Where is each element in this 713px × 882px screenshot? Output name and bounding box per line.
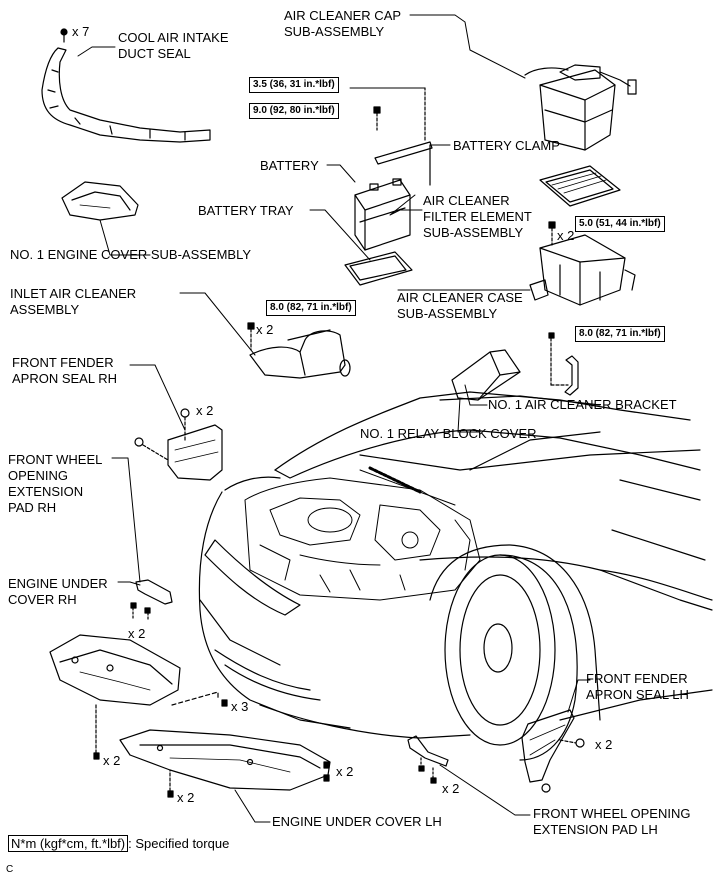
no1-relay-block-cover bbox=[451, 349, 521, 401]
qty-case-bolts: x 2 bbox=[557, 228, 575, 243]
under-cover-rh-guide-line bbox=[171, 691, 219, 706]
qty-pad-lh-clips: x 2 bbox=[442, 781, 460, 796]
label-line: FRONT WHEEL OPENING bbox=[533, 806, 691, 821]
legend-text: : Specified torque bbox=[128, 836, 230, 851]
torque-spec-battery-clamp-upper: 3.5 (36, 31 in.*lbf) bbox=[249, 77, 339, 93]
under-cover-rh-bolt-icon bbox=[93, 699, 228, 760]
label-line: APRON SEAL RH bbox=[12, 371, 117, 386]
label-line: SUB-ASSEMBLY bbox=[397, 306, 498, 321]
front-fender-apron-seal-lh-label: FRONT FENDER APRON SEAL LH bbox=[586, 671, 689, 703]
no1-engine-cover-label: NO. 1 ENGINE COVER SUB-ASSEMBLY bbox=[10, 247, 252, 262]
air-cleaner-case-label: AIR CLEANER CASE SUB-ASSEMBLY bbox=[397, 290, 523, 322]
no1-relay-block-cover-label: NO. 1 RELAY BLOCK COVER bbox=[360, 426, 537, 441]
label-line: SUB-ASSEMBLY bbox=[423, 225, 524, 240]
air-cleaner-cap bbox=[524, 64, 637, 151]
label-line: SUB-ASSEMBLY bbox=[284, 24, 385, 39]
legend-torque-box: N*m (kgf*cm, ft.*lbf) bbox=[8, 835, 129, 852]
front-wheel-opening-pad-rh bbox=[135, 579, 173, 605]
engine-under-cover-rh-label: ENGINE UNDER COVER RH bbox=[8, 576, 108, 608]
engine-under-cover-lh-label: ENGINE UNDER COVER LH bbox=[272, 814, 442, 829]
battery-tray-label: BATTERY TRAY bbox=[198, 203, 294, 218]
label-line: APRON SEAL LH bbox=[586, 687, 689, 702]
qty-apron-rh-clips: x 2 bbox=[196, 403, 214, 418]
qty-apron-lh-clips: x 2 bbox=[595, 737, 613, 752]
front-wheel-opening-pad-lh bbox=[407, 735, 449, 767]
qty-under-cover-rh-left: x 2 bbox=[103, 753, 121, 768]
battery-clamp bbox=[349, 87, 433, 186]
torque-legend: N*m (kgf*cm, ft.*lbf): Specified torque bbox=[8, 835, 230, 852]
no1-air-cleaner-bracket bbox=[564, 355, 579, 396]
qty-under-cover-rh-center: x 3 bbox=[231, 699, 249, 714]
engine-under-cover-rh bbox=[49, 634, 181, 706]
torque-spec-air-cleaner-case: 5.0 (51, 44 in.*lbf) bbox=[575, 216, 665, 232]
no1-air-cleaner-bracket-label: NO. 1 AIR CLEANER BRACKET bbox=[488, 397, 677, 412]
label-line: COOL AIR INTAKE bbox=[118, 30, 229, 45]
label-line: ENGINE UNDER bbox=[8, 576, 108, 591]
torque-spec-inlet-air-cleaner: 8.0 (82, 71 in.*lbf) bbox=[266, 300, 356, 316]
no1-engine-cover bbox=[61, 181, 139, 221]
label-line: AIR CLEANER CAP bbox=[284, 8, 402, 23]
engine-bay-illustration bbox=[244, 477, 481, 601]
air-cleaner-case-bolt-icon bbox=[548, 221, 556, 246]
duct-seal-clip-icon bbox=[60, 28, 68, 36]
pad-lh-clip-icon bbox=[418, 757, 437, 784]
label-line: DUCT SEAL bbox=[118, 46, 191, 61]
label-line: INLET AIR CLEANER bbox=[10, 286, 137, 301]
qty-pad-rh-clips: x 2 bbox=[128, 626, 146, 641]
air-cleaner-filter-element-label: AIR CLEANER FILTER ELEMENT SUB-ASSEMBLY bbox=[423, 193, 532, 241]
figure-code: C bbox=[6, 864, 14, 875]
qty-under-cover-lh-right: x 2 bbox=[336, 764, 354, 779]
torque-spec-air-cleaner-bracket: 8.0 (82, 71 in.*lbf) bbox=[575, 326, 665, 342]
front-wheel-opening-pad-rh-label: FRONT WHEEL OPENING EXTENSION PAD RH bbox=[8, 452, 102, 516]
label-line: FRONT WHEEL bbox=[8, 452, 103, 467]
air-cleaner-filter-element bbox=[539, 165, 621, 207]
label-line: FRONT FENDER bbox=[586, 671, 688, 686]
label-line: ASSEMBLY bbox=[10, 302, 80, 317]
front-fender-apron-seal-rh-label: FRONT FENDER APRON SEAL RH bbox=[12, 355, 117, 387]
air-cleaner-bracket-bolt-icon bbox=[548, 332, 569, 386]
front-fender-apron-seal-lh bbox=[521, 709, 575, 783]
label-line: FILTER ELEMENT bbox=[423, 209, 532, 224]
engine-under-cover-lh bbox=[119, 729, 331, 791]
cool-air-intake-duct-seal-label: COOL AIR INTAKE DUCT SEAL bbox=[118, 30, 229, 62]
label-line: FRONT FENDER bbox=[12, 355, 114, 370]
battery-clamp-bolt-icon bbox=[373, 106, 381, 131]
inlet-air-cleaner-bolt-icon bbox=[247, 322, 255, 351]
air-cleaner-cap-label: AIR CLEANER CAP SUB-ASSEMBLY bbox=[284, 8, 401, 40]
qty-duct-seal-clips: x 7 bbox=[72, 24, 90, 39]
air-cleaner-case bbox=[529, 234, 636, 306]
label-line: AIR CLEANER CASE bbox=[397, 290, 523, 305]
label-line: PAD RH bbox=[8, 500, 57, 515]
inlet-air-cleaner bbox=[249, 329, 351, 379]
battery-clamp-label: BATTERY CLAMP bbox=[453, 138, 560, 153]
apron-lh-clip-icon bbox=[541, 738, 585, 793]
battery-tray bbox=[344, 251, 413, 286]
label-line: OPENING bbox=[8, 468, 68, 483]
qty-inlet-bolts: x 2 bbox=[256, 322, 274, 337]
pad-rh-clip-icon bbox=[130, 602, 151, 621]
leader-lines bbox=[77, 14, 591, 823]
battery bbox=[354, 178, 411, 251]
label-line: AIR CLEANER bbox=[423, 193, 510, 208]
qty-under-cover-lh-bottom: x 2 bbox=[177, 790, 195, 805]
battery-label: BATTERY bbox=[260, 158, 319, 173]
torque-spec-battery-clamp-lower: 9.0 (92, 80 in.*lbf) bbox=[249, 103, 339, 119]
cool-air-intake-duct-seal bbox=[41, 47, 211, 143]
under-cover-lh-bolt-icon bbox=[167, 761, 330, 798]
label-line: COVER RH bbox=[8, 592, 77, 607]
front-wheel-opening-pad-lh-label: FRONT WHEEL OPENING EXTENSION PAD LH bbox=[533, 806, 690, 838]
apron-rh-clip-icon bbox=[134, 408, 190, 461]
vehicle-front-illustration bbox=[198, 391, 713, 761]
inlet-air-cleaner-label: INLET AIR CLEANER ASSEMBLY bbox=[10, 286, 136, 318]
label-line: EXTENSION PAD LH bbox=[533, 822, 658, 837]
front-fender-apron-seal-rh bbox=[167, 424, 223, 481]
label-line: EXTENSION bbox=[8, 484, 84, 499]
